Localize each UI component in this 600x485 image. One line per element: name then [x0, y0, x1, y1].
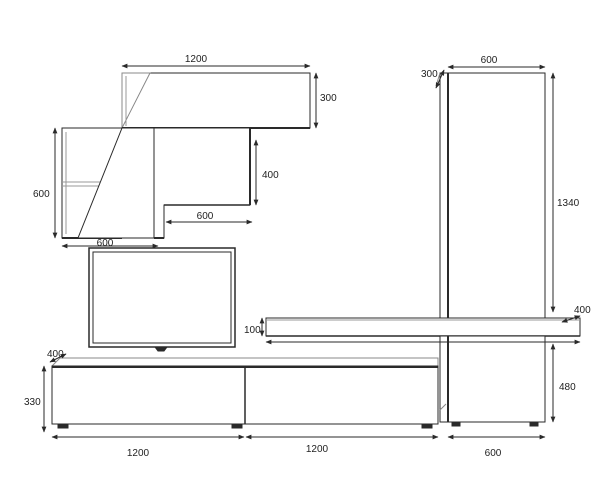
- tall-cabinet: [435, 72, 546, 321]
- label-mid-box-width: 600: [197, 211, 214, 222]
- top-wall-shelf: [121, 72, 311, 129]
- label-side-shelf-height: 600: [33, 189, 50, 200]
- label-side-shelf-width: 600: [97, 238, 114, 249]
- floating-shelf: [265, 317, 581, 337]
- label-shelf-depth: 400: [574, 305, 591, 316]
- label-mid-box-height: 400: [262, 170, 279, 181]
- label-tall-cabinet-depth: 300: [421, 69, 438, 80]
- label-shelf-height: 100: [244, 325, 261, 336]
- dimension-lines: [41, 63, 581, 440]
- dimension-labels: 1200 300 600 300 1340 600 600 400 600 10…: [24, 54, 591, 459]
- tv-screen: [88, 247, 236, 352]
- label-top-shelf-height: 300: [320, 93, 337, 104]
- label-leg-cabinet-height: 480: [559, 382, 576, 393]
- label-tall-cabinet-height: 1340: [557, 198, 580, 209]
- label-tall-cabinet-width: 600: [481, 55, 498, 66]
- label-top-shelf-width: 1200: [185, 54, 208, 65]
- middle-cabinet: [77, 127, 251, 239]
- label-base-left-width: 1200: [127, 448, 150, 459]
- label-base-depth: 400: [47, 349, 64, 360]
- label-base-height: 330: [24, 397, 41, 408]
- tv-base-unit: [51, 357, 439, 429]
- label-leg-cabinet-width: 600: [485, 448, 502, 459]
- label-base-right-width: 1200: [306, 444, 329, 455]
- lower-right-cabinet: [439, 335, 546, 427]
